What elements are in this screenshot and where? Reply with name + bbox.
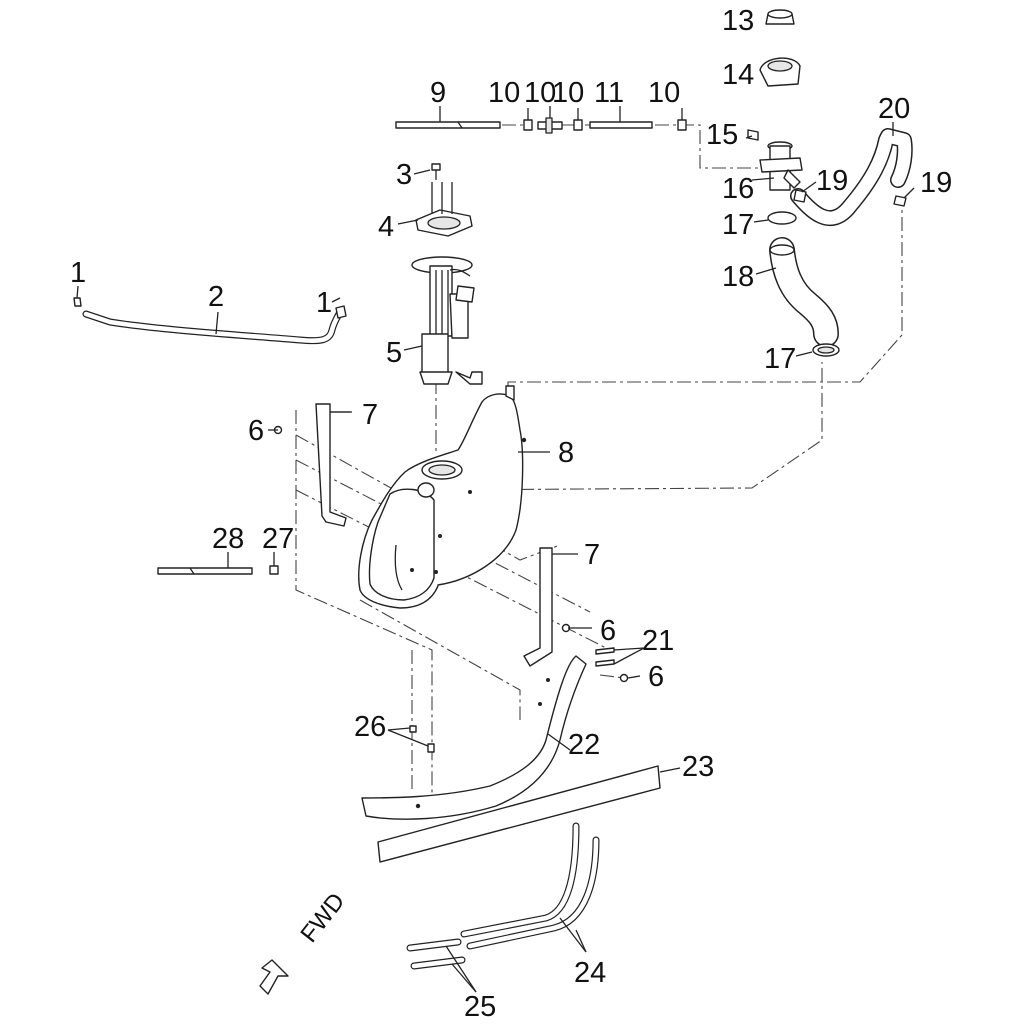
callout-6-bottom: 6 [648,661,664,693]
callout-10-a: 10 [488,77,520,109]
filler-neck [759,141,803,191]
nut-27 [269,565,279,575]
fuel-line [82,308,344,345]
callout-6-top: 6 [248,415,264,447]
bracket-bolts-26 [409,725,435,753]
callout-1-right: 1 [316,287,332,319]
hose-clamp-10a [523,119,533,131]
vent-hose-9 [395,121,501,129]
callout-6-middle: 6 [600,615,616,647]
callout-15: 15 [706,119,738,151]
callout-7-bottom: 7 [584,539,600,571]
tank-strap-right [523,547,553,667]
callout-4: 4 [378,211,394,243]
callout-14: 14 [722,59,754,91]
strap-bolt-6c [619,673,629,683]
breather-hose [790,128,913,226]
callout-28: 28 [212,523,244,555]
callout-10-c: 10 [648,77,680,109]
fuel-cap [765,9,795,25]
rubber-strip-25 [406,938,466,970]
hose-clip-19-right [893,195,907,207]
rubber-strip-24 [460,822,600,950]
callout-17-bottom: 17 [764,343,796,375]
callout-19-left: 19 [816,165,848,197]
callout-2: 2 [208,281,224,313]
forward-label: FWD [295,888,350,948]
pump-bolt [431,163,441,180]
leader-lines [76,106,915,993]
callout-19-right: 19 [920,167,952,199]
callout-9: 9 [430,77,446,109]
fuel-tank [358,385,550,609]
hose-clip-right [335,305,347,319]
hose-clamp-10b [573,119,583,131]
pump-flange-plate [415,182,473,237]
vent-hose-12 [589,121,653,129]
rubber-strip-28 [157,567,253,575]
callout-27: 27 [262,523,294,555]
tank-strap-left [315,403,350,527]
hose-clamp-17-top [767,211,797,225]
forward-arrow-icon [259,959,289,995]
callout-18: 18 [722,261,754,293]
callout-7-top: 7 [362,399,378,431]
callout-12: 11 [594,77,624,109]
hose-clip-19-left [793,189,807,203]
fuel-pump [411,256,483,385]
callout-22: 22 [568,729,600,761]
callout-25: 25 [464,991,496,1023]
callout-23: 23 [682,751,714,783]
callout-5: 5 [386,337,402,369]
callout-10-b: 10 [552,77,584,109]
pin-21 [595,647,615,667]
forward-direction-indicator: FWD [259,888,350,995]
callout-17-top: 17 [722,209,754,241]
tank-bracket [361,655,587,820]
callout-11: 10 [524,77,556,109]
callout-20: 20 [878,93,910,125]
vent-valve-11 [537,117,563,134]
callout-13: 13 [722,5,754,37]
callout-24: 24 [574,957,606,989]
filler-hose [769,237,839,347]
callout-8: 8 [558,437,574,469]
callout-26: 26 [354,711,386,743]
hose-clamp-10c [677,119,687,131]
callout-1-left: 1 [70,257,86,289]
callout-16: 16 [722,173,754,205]
part-callouts: 1 1 2 3 4 5 6 6 6 7 7 8 9 10 10 10 11 10… [70,5,952,1023]
callout-3: 3 [396,159,412,191]
callout-21: 21 [642,625,674,657]
hose-clip-left [73,297,82,307]
hose-clamp-17-bottom [812,343,840,357]
filler-bolt [747,129,759,141]
bracket-pad [377,765,661,863]
cap-gasket [759,57,801,87]
